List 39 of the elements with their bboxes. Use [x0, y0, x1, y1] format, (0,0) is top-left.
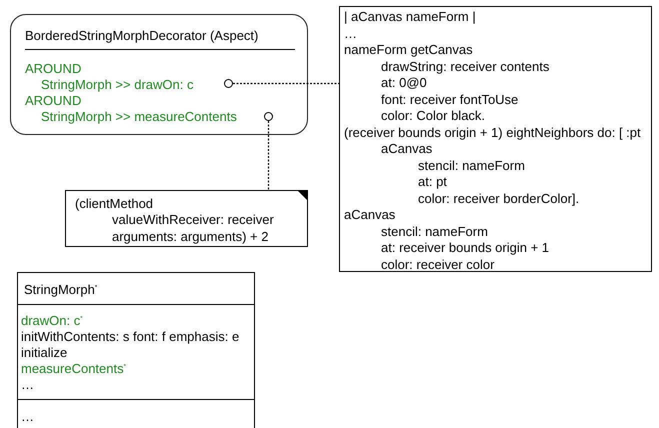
- advice-keyword: AROUND: [25, 61, 82, 76]
- aspect-title: BorderedStringMorphDecorator (Aspect): [25, 28, 258, 43]
- code-line: valueWithReceiver: receiver: [112, 212, 274, 227]
- code-line: stencil: nameForm: [381, 224, 488, 238]
- method-name: measureContents$^{*}$: [21, 361, 126, 376]
- code-line: font: receiver fontToUse: [381, 92, 518, 106]
- code-line: nameForm getCanvas: [344, 42, 473, 57]
- method-name: drawOn: c$^{*}$: [21, 313, 83, 328]
- note-box: [65, 190, 308, 247]
- code-line: color: Color black.: [381, 108, 486, 123]
- code-line: (receiver bounds origin + 1) eightNeighbors do: [ :pt: [344, 124, 641, 140]
- code-line: at: 0@0: [381, 75, 427, 90]
- ellipsis: …: [21, 377, 34, 392]
- ellipsis: …: [21, 409, 34, 424]
- class-box: [17, 272, 255, 428]
- port-circle: [264, 112, 273, 121]
- code-note: [339, 6, 652, 272]
- code-line: at: pt: [418, 174, 447, 189]
- advice-keyword: AROUND: [25, 93, 82, 108]
- class-name: StringMorph$^{*}$: [24, 282, 98, 297]
- code-line: color: receiver borderColor].: [418, 190, 580, 206]
- code-line: | aCanvas nameForm |: [344, 9, 476, 24]
- method-name: initWithContents: s font: f emphasis: e: [21, 329, 240, 344]
- code-line: drawString: receiver contents: [381, 58, 550, 74]
- method-name: initialize: [21, 345, 68, 360]
- code-line: (clientMethod: [75, 196, 154, 211]
- advice-pointcut: StringMorph >> measureContents: [41, 109, 237, 124]
- code-line: aCanvas: [381, 141, 432, 156]
- advice-pointcut: StringMorph >> drawOn: c: [41, 77, 194, 92]
- code-line: aCanvas: [344, 207, 396, 222]
- dashed-connector: [268, 121, 270, 190]
- code-line: stencil: nameForm: [418, 158, 525, 172]
- code-line: at: receiver bounds origin + 1: [381, 240, 550, 255]
- code-line: arguments: arguments) + 2: [112, 229, 268, 244]
- aspect-box: [10, 14, 308, 135]
- code-line: …: [344, 26, 357, 40]
- port-circle: [224, 79, 233, 88]
- dashed-connector: [233, 82, 339, 84]
- code-line: color: receiver color: [381, 256, 494, 272]
